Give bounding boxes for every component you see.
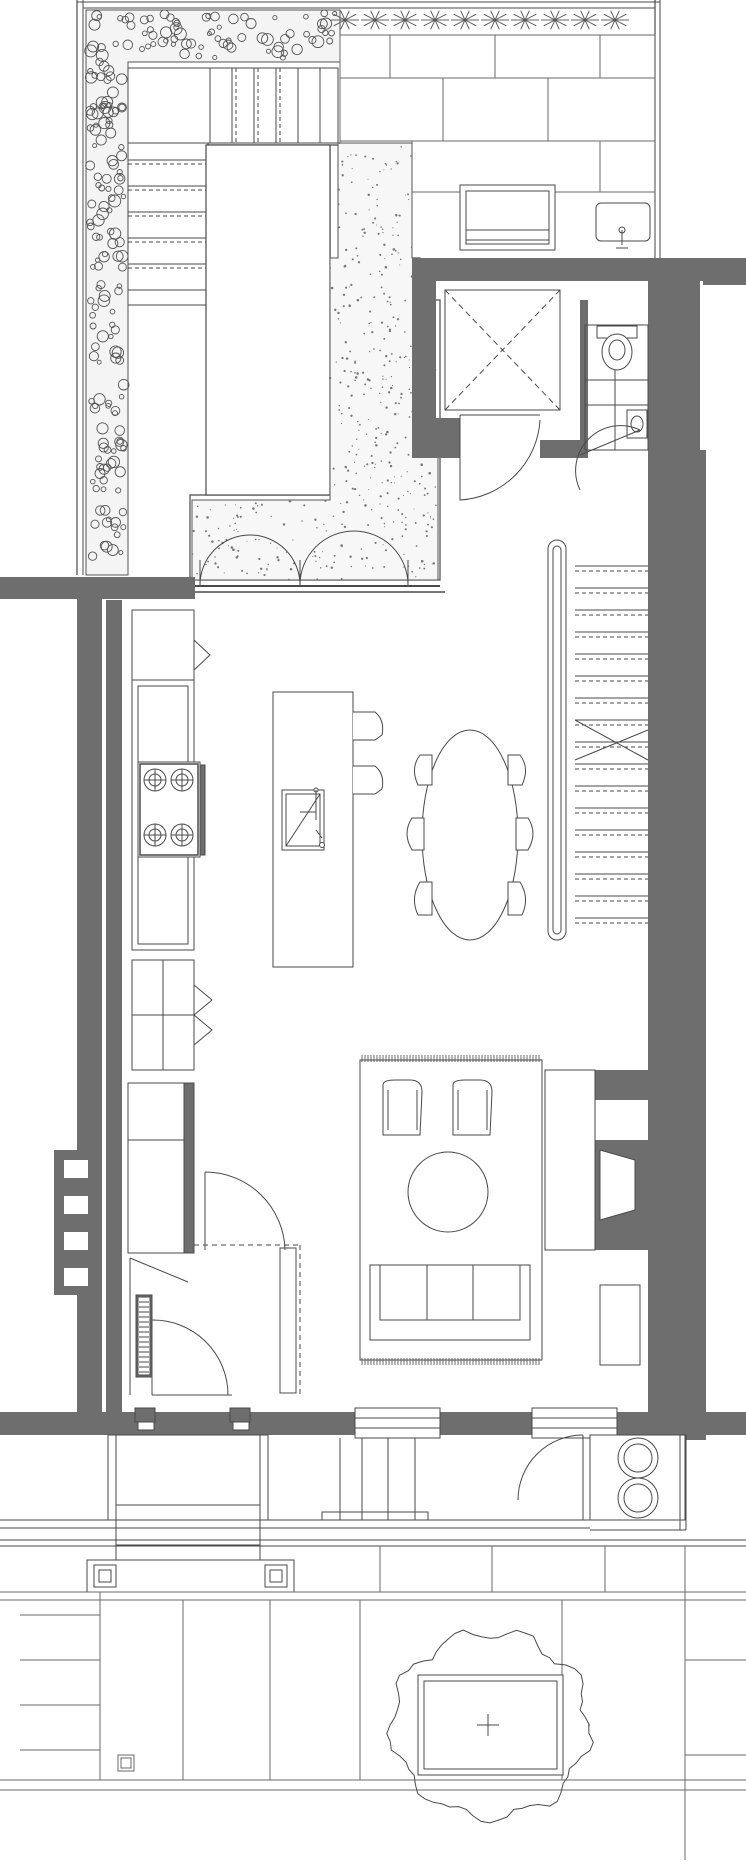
toilet-icon (596, 325, 638, 371)
planting-hedge-icon (84, 9, 341, 576)
kitchen-island (272, 691, 384, 968)
hob-icon (137, 761, 206, 858)
storage-niches (54, 1150, 100, 1295)
kitchen (127, 609, 213, 1254)
living-room (359, 1055, 641, 1366)
dishwasher-icon (589, 1434, 687, 1531)
stair-icon (547, 539, 649, 941)
front-yard (0, 1434, 746, 1593)
dining-table (406, 729, 534, 941)
sink-icon (626, 409, 648, 439)
sink-icon (595, 202, 651, 249)
garden-doors (195, 530, 445, 593)
rear-garden (76, 0, 661, 593)
sink-icon (281, 787, 325, 851)
stair-icon (127, 67, 339, 144)
bench-icon (459, 184, 556, 251)
tree-icon (386, 1629, 594, 1824)
fireplace-icon (544, 1069, 636, 1251)
entrance-hall (129, 1171, 301, 1396)
front-windows (134, 1407, 618, 1439)
street-paving (0, 1546, 746, 1860)
planting-row-icon (331, 10, 629, 30)
walls (0, 258, 746, 1440)
shower-tray (444, 289, 561, 501)
wc-room (575, 324, 649, 491)
